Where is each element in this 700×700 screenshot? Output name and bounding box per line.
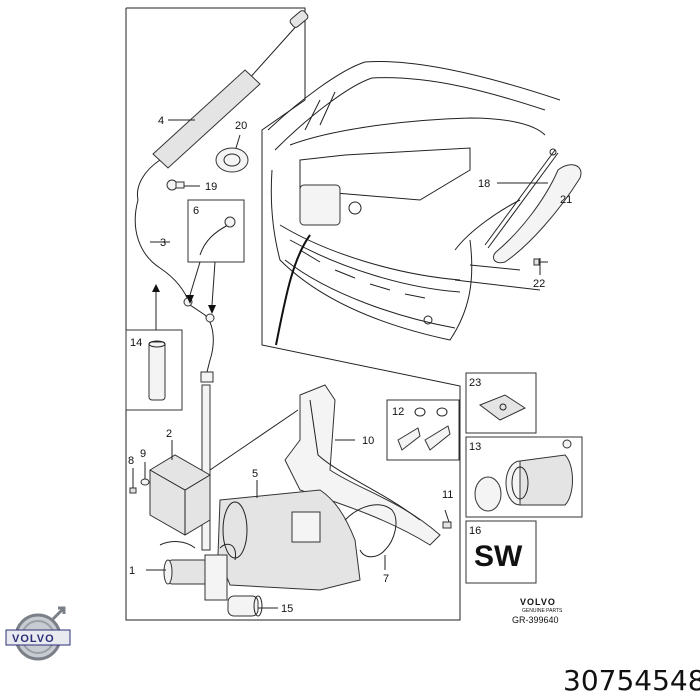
diagram-frame: [125, 7, 461, 621]
callout-2: 2: [166, 428, 172, 440]
callout-6: 6: [193, 205, 199, 217]
washer-9: [140, 462, 150, 486]
screw-8: [129, 468, 137, 494]
callout-15: 15: [281, 603, 293, 615]
grommet-20: [215, 134, 249, 173]
callout-9: 9: [140, 448, 146, 460]
control-module-2: [149, 454, 211, 536]
callout-5: 5: [252, 468, 258, 480]
callout-16: 16: [469, 525, 481, 537]
hose-7: [344, 504, 397, 558]
pump-motor-1: [159, 541, 237, 601]
leader-thick: [275, 234, 311, 346]
part-number: 30754548: [563, 664, 700, 697]
callout-4: 4: [158, 115, 164, 127]
callout-14: 14: [130, 337, 142, 349]
callout-22: 22: [533, 278, 545, 290]
callout-21: 21: [560, 194, 572, 206]
actuator-13: [474, 439, 573, 512]
callout-18: 18: [478, 178, 490, 190]
callout-1: 1: [129, 565, 135, 577]
callout-3: 3: [160, 237, 166, 249]
sleeve-14: [148, 340, 166, 401]
callout-7: 7: [383, 573, 389, 585]
diagram-ref: GR-399640: [512, 615, 559, 625]
cable-3: [134, 199, 214, 381]
nut-23: [478, 394, 527, 421]
cap-15: [227, 595, 263, 617]
callout-19: 19: [205, 181, 217, 193]
logo-text: VOLVO: [12, 633, 55, 645]
callout-20: 20: [235, 120, 247, 132]
brand-text: VOLVO: [520, 597, 556, 607]
screw-11: [442, 509, 452, 529]
screw-22: [533, 258, 548, 266]
detail-box-12: [386, 399, 460, 461]
detail-box-6: [187, 199, 245, 263]
callout-13: 13: [469, 441, 481, 453]
clip-19: [166, 179, 200, 191]
hydraulic-unit-5: [217, 489, 361, 591]
sw-label: SW: [474, 540, 523, 573]
tailgate-strut-18: [484, 148, 559, 249]
detail-box-16: [465, 520, 537, 584]
volvo-logo: VOLVO: [5, 606, 71, 661]
clips-12: [397, 407, 451, 451]
car-rear-illustration: [267, 61, 561, 341]
brand-subtext: GENUINE PARTS: [522, 608, 563, 614]
tailgate-hinge-21: [492, 164, 582, 264]
callout-10: 10: [362, 435, 374, 447]
connector-6: [199, 216, 236, 256]
callout-11: 11: [442, 489, 453, 501]
gas-strut-4: [136, 10, 309, 201]
callout-8: 8: [128, 455, 134, 467]
callout-23: 23: [469, 377, 481, 389]
callout-12: 12: [392, 406, 404, 418]
